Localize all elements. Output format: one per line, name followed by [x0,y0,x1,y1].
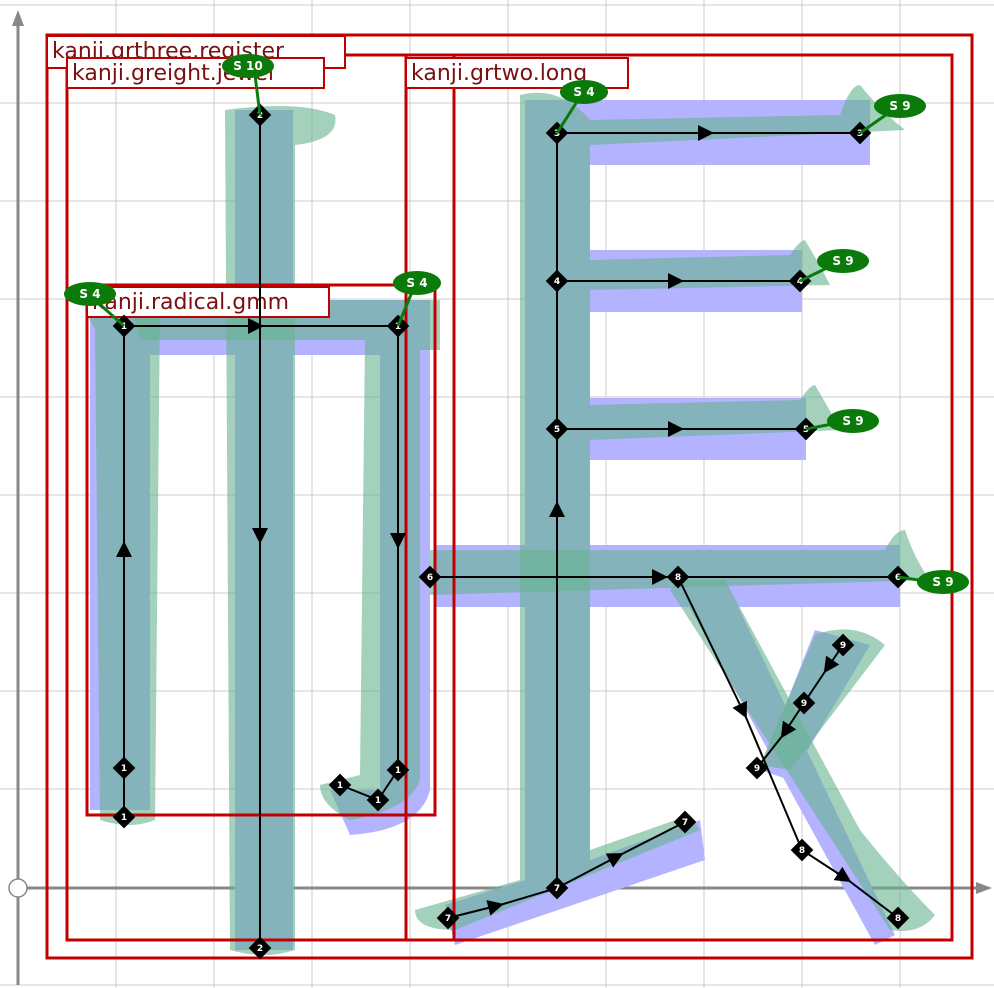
svg-text:7: 7 [554,884,560,894]
node-9b: 9 [792,691,816,715]
badge-s4-left: S 4 [64,282,126,328]
svg-text:1: 1 [121,813,127,823]
node-5a: 5 [545,417,569,441]
badge-s10: S 10 [222,54,274,116]
node-8c: 8 [886,906,910,930]
node-4a: 4 [545,269,569,293]
svg-text:1: 1 [395,766,401,776]
svg-text:2: 2 [257,944,263,954]
svg-text:9: 9 [754,764,760,774]
svg-text:S 9: S 9 [932,575,953,589]
node-8b: 8 [790,838,814,862]
svg-text:4: 4 [554,277,560,287]
stroke-count-badges: S 4 S 4 S 10 S 4 S 9 S 9 [64,54,969,594]
svg-text:8: 8 [675,573,681,583]
box-grtwo-long-inner [405,54,953,941]
label-grtwo-long: kanji.grtwo.long [411,61,587,86]
svg-text:7: 7 [445,914,451,924]
drawn-strokes [85,85,935,955]
box-grthree-register [45,33,974,960]
svg-text:2: 2 [257,111,263,121]
svg-text:S 9: S 9 [889,99,910,113]
badge-s4-long: S 4 [555,80,608,134]
svg-text:5: 5 [803,425,809,435]
node-6a: 6 [418,565,442,589]
svg-text:9: 9 [801,699,807,709]
label-radical-gmm: kanji.radical.gmm [92,290,289,315]
svg-text:1: 1 [395,322,401,332]
svg-text:4: 4 [797,277,803,287]
svg-text:3: 3 [857,129,863,139]
svg-text:S 9: S 9 [842,414,863,428]
svg-text:5: 5 [554,425,560,435]
svg-text:8: 8 [799,846,805,856]
badge-s9-b: S 9 [799,249,869,283]
badge-s9-c: S 9 [805,409,879,433]
svg-text:S 10: S 10 [233,59,263,73]
node-8a: 8 [666,565,690,589]
box-labels: kanji.grthree.register kanji.greight.jew… [46,35,629,318]
svg-text:1: 1 [121,764,127,774]
node-7c: 7 [673,810,697,834]
badge-s4-right: S 4 [393,271,441,327]
badge-s9-a: S 9 [859,94,926,135]
origin-marker [8,878,28,898]
svg-text:7: 7 [682,818,688,828]
node-7a: 7 [436,906,460,930]
svg-text:S 9: S 9 [832,254,853,268]
expected-strokes [90,100,900,950]
svg-text:1: 1 [375,796,381,806]
node-9c: 9 [745,756,769,780]
svg-text:1: 1 [121,322,127,332]
svg-text:S 4: S 4 [573,85,594,99]
svg-text:S 4: S 4 [406,276,427,290]
node-1g: 1 [328,773,352,797]
node-1f: 1 [366,788,390,812]
node-7b: 7 [545,876,569,900]
svg-text:3: 3 [554,129,560,139]
svg-text:9: 9 [840,641,846,651]
node-1e: 1 [386,758,410,782]
badge-s9-d: S 9 [897,570,969,594]
svg-text:6: 6 [427,573,433,583]
svg-text:8: 8 [895,914,901,924]
node-9a: 9 [831,633,855,657]
svg-text:S 4: S 4 [79,287,100,301]
svg-text:1: 1 [337,781,343,791]
